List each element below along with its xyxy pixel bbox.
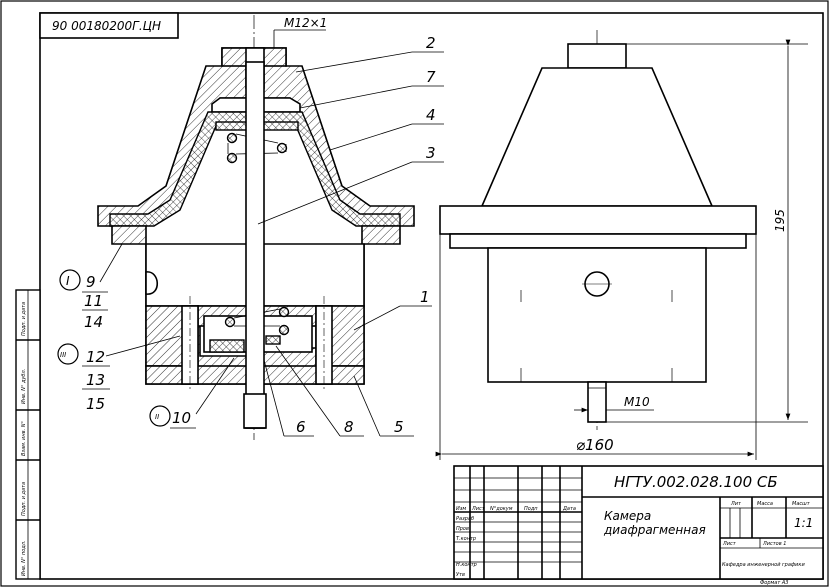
exterior-view: M10 ⌀160 195: [435, 30, 808, 460]
view-ref-3-top: 12: [86, 348, 105, 366]
role-check: Пров: [456, 526, 469, 532]
col-scale: Масшт: [792, 501, 811, 507]
ext-boss: [567, 43, 627, 69]
lower-spring: [224, 306, 290, 336]
view-ref-1-bot: 14: [84, 313, 103, 331]
designation: НГТУ.002.028.100 СБ: [614, 473, 778, 491]
view-ref-1: I 9 11 14: [59, 269, 108, 331]
side-strip-5: Инв. N° подл.: [21, 540, 27, 576]
callout-8: 8: [344, 418, 354, 436]
height-dim: 195: [606, 39, 808, 423]
washer-part-8: [265, 335, 281, 345]
side-strip-2: Инв. N° дубл.: [21, 369, 27, 404]
sheet-label: Лист: [722, 541, 737, 547]
callout-5: 5: [394, 418, 404, 436]
ext-stem: [587, 381, 607, 423]
thread-top-dim: M12×1: [273, 16, 327, 48]
ext-flange: [439, 205, 757, 235]
upper-spring: [226, 132, 288, 164]
format-label: Формат А3: [760, 580, 788, 586]
title-block: НГТУ.002.028.100 СБ Камера диафрагменная…: [453, 465, 824, 586]
view-ref-2-roman: II: [155, 413, 159, 421]
callout-1: 1: [420, 288, 430, 306]
stem-part-3: [245, 61, 265, 429]
ext-flange-lower: [449, 233, 747, 249]
callout-4: 4: [426, 106, 436, 124]
side-port: [145, 271, 159, 295]
role-dev: Разраб: [456, 516, 474, 522]
view-ref-3-mid: 13: [86, 371, 105, 389]
callout-2: 2: [426, 34, 436, 52]
stem-tip: [243, 393, 267, 429]
sheets-label: Листов 1: [762, 541, 786, 547]
view-ref-1-mid: 11: [84, 292, 103, 310]
thread-bottom-dim: M10: [574, 395, 654, 413]
callout-6: 6: [296, 418, 306, 436]
org-name: Кафедра инженерной графики: [722, 562, 805, 568]
hdr-sheet: Лист: [471, 506, 486, 512]
side-strip-4: Подп. и дата: [21, 482, 27, 516]
width-dim-label: ⌀160: [576, 436, 614, 454]
view-ref-3-roman: III: [60, 351, 66, 359]
section-view: M12×1: [97, 15, 415, 440]
hdr-date: Дата: [562, 506, 576, 512]
thread-bottom-label: M10: [624, 395, 650, 409]
view-ref-3: III 12 13 15: [57, 343, 110, 413]
product-name-1: Камера: [604, 509, 651, 523]
col-mass: Масса: [757, 501, 773, 507]
view-ref-1-top: 9: [86, 273, 96, 291]
side-strip: Подп. и дата Инв. N° дубл. Взам. инв. N°…: [15, 289, 41, 580]
hdr-change: Изм: [456, 506, 466, 512]
hdr-doc: N°докум: [490, 506, 513, 512]
side-strip-3: Взам. инв. N°: [21, 421, 27, 456]
hdr-sign: Подп: [524, 506, 538, 512]
height-dim-label: 195: [773, 209, 787, 232]
ext-body: [487, 247, 707, 383]
product-name-2: диафрагменная: [603, 523, 706, 537]
scale-value: 1:1: [794, 516, 813, 530]
callout-3: 3: [426, 144, 436, 162]
callout-7: 7: [426, 68, 436, 86]
role-approve: Утв: [456, 572, 465, 578]
view-ref-1-roman: I: [66, 274, 70, 288]
role-tcontrol: Т.контр: [456, 536, 476, 542]
view-ref-3-bot: 15: [86, 395, 105, 413]
side-strip-1: Подп. и дата: [21, 302, 27, 336]
thread-top-label: M12×1: [284, 16, 327, 30]
role-ncontrol: Н.контр: [456, 562, 477, 568]
stamp-code-text: 90 00180200Г.ЦН: [52, 19, 161, 33]
callout-leaders: [99, 51, 444, 437]
view-ref-2-num: 10: [172, 409, 191, 427]
view-ref-2: II 10: [149, 405, 196, 429]
stamp-code-box: 90 00180200Г.ЦН: [39, 12, 179, 39]
col-lit: Лит: [730, 501, 742, 507]
nut-part-6: [209, 339, 245, 353]
